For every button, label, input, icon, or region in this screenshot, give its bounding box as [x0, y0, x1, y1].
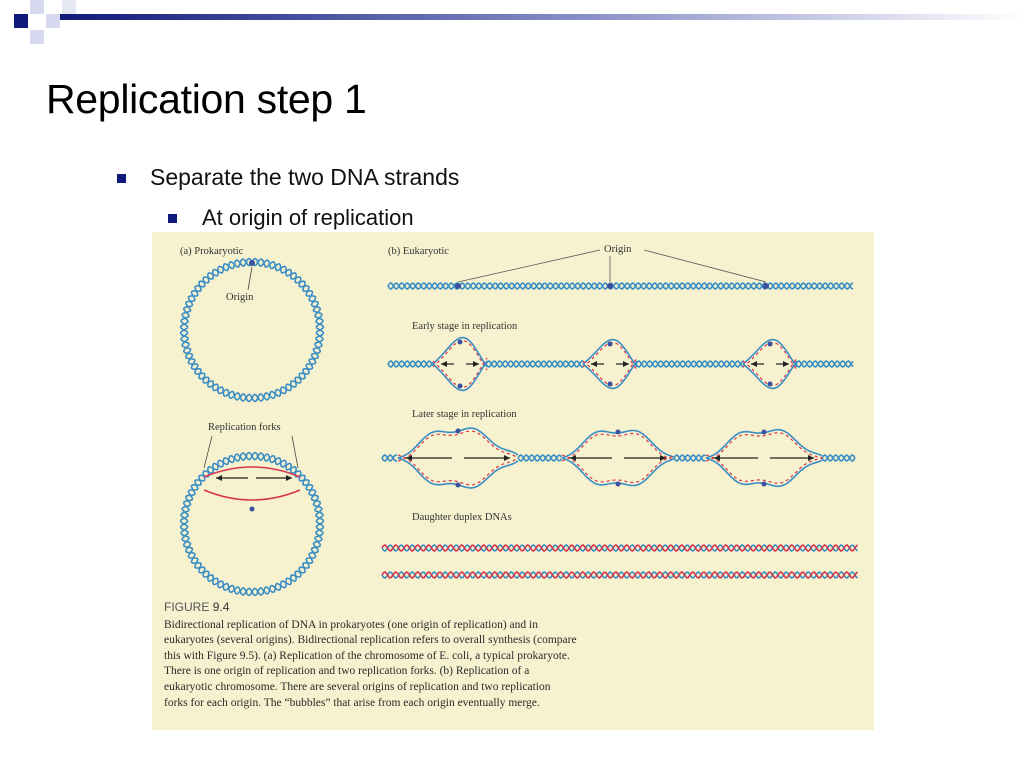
linear-dna [381, 454, 398, 462]
replication-bubble [783, 361, 789, 367]
replication-bubble [406, 455, 412, 461]
replication-bubble [751, 361, 757, 367]
bullet-text: Separate the two DNA strands [150, 164, 460, 190]
linear-dna [635, 360, 744, 368]
origin-dot [249, 260, 255, 266]
origin-pointer [247, 266, 253, 291]
caption-line: this with Figure 9.5). (a) Replication o… [164, 649, 570, 662]
replication-bubble [767, 341, 773, 347]
circular-chromosome [179, 257, 325, 403]
replication-bubble [455, 482, 461, 488]
replication-bubble [767, 381, 773, 387]
replication-bubble [397, 430, 519, 462]
figure-illustration [179, 249, 859, 597]
replication-bubble [660, 455, 666, 461]
origin-dot [763, 283, 769, 289]
panel-a-forks-label: Replication forks [208, 422, 281, 433]
replication-bubble [714, 455, 720, 461]
slide-title: Replication step 1 [46, 76, 367, 122]
linear-dna [485, 360, 584, 368]
caption-line: forks for each origin. The “bubbles” tha… [164, 696, 540, 709]
panel-b-origin-label: Origin [604, 244, 632, 255]
figure-caption: FIGURE 9.4 Bidirectional replication of … [164, 600, 864, 711]
replication-bubble [808, 455, 814, 461]
replication-bubble [607, 381, 613, 387]
replication-bubble [591, 361, 597, 367]
daughter-duplex [381, 544, 859, 552]
replication-bubble [561, 429, 675, 459]
caption-line: eukaryotes (several origins). Bidirectio… [164, 634, 577, 647]
replication-bubble [615, 429, 621, 435]
replication-bubble [705, 432, 823, 462]
early-stage-label: Early stage in replication [412, 321, 518, 332]
fork-arrow [216, 475, 222, 481]
origin-dot [455, 283, 461, 289]
new-strand-arc [203, 466, 301, 478]
panel-a-origin-label: Origin [226, 292, 254, 303]
fork-pointer [203, 435, 213, 469]
bullet-square-icon [117, 174, 126, 183]
replication-bubble [561, 432, 675, 462]
replication-bubble [455, 428, 461, 434]
circular-chromosome [179, 257, 325, 403]
replication-bubble [432, 360, 488, 392]
origin-pointer [457, 249, 601, 283]
replication-bubble [397, 454, 519, 486]
caption-line: There is one origin of replication and t… [164, 665, 530, 678]
origin-pointer [643, 249, 767, 283]
replication-bubble [761, 481, 767, 487]
replication-bubble [570, 455, 576, 461]
replication-bubble [761, 429, 767, 435]
replication-bubble [473, 361, 479, 367]
replication-bubble [742, 360, 798, 390]
linear-dna [635, 360, 744, 368]
fork-pointer [291, 435, 299, 469]
linear-dna [387, 360, 434, 368]
replication-bubble [457, 383, 463, 389]
replication-bubble [582, 338, 638, 368]
panel-b-label: (b) Eukaryotic [388, 246, 449, 257]
replication-bubble [504, 455, 510, 461]
linear-dna [387, 360, 434, 368]
replication-bubble [705, 454, 823, 484]
linear-dna [821, 454, 856, 462]
later-stage-label: Later stage in replication [412, 409, 517, 420]
panel-a-label: (a) Prokaryotic [180, 246, 244, 257]
replication-bubble [561, 454, 675, 484]
linear-dna [387, 282, 854, 290]
linear-dna [795, 360, 854, 368]
replication-bubble [623, 361, 629, 367]
linear-dna [795, 360, 854, 368]
corner-decoration [14, 0, 76, 44]
linear-dna [517, 454, 563, 462]
new-strand-arc [203, 489, 301, 501]
daughter-duplex [381, 571, 859, 579]
caption-line: eukaryotic chromosome. There are several… [164, 680, 551, 693]
caption-line: Bidirectional replication of DNA in prok… [164, 618, 538, 631]
bullet-text: At origin of replication [202, 205, 414, 230]
linear-dna [673, 454, 706, 462]
fork-arrow [286, 475, 292, 481]
origin-dot [607, 283, 613, 289]
bullet-square-icon [168, 214, 177, 223]
origin-dot [249, 506, 255, 512]
replicating-chromosome [179, 451, 325, 597]
replication-bubble [432, 336, 488, 368]
replication-bubble [441, 361, 447, 367]
replication-bubble [561, 457, 675, 487]
dna-replication-figure: (a) Prokaryotic Origin Replication forks… [152, 232, 874, 730]
caption-heading: FIGURE 9.4 [164, 600, 230, 614]
replicating-chromosome [179, 451, 325, 597]
linear-dna [387, 282, 854, 290]
replication-bubble [607, 341, 613, 347]
replication-bubble [742, 338, 798, 368]
title-gradient-bar [60, 14, 1024, 20]
replication-bubble [457, 339, 463, 345]
daughter-duplex-label: Daughter duplex DNAs [412, 512, 512, 523]
replication-bubble [582, 360, 638, 390]
linear-dna [381, 454, 398, 462]
replication-bubble [615, 481, 621, 487]
